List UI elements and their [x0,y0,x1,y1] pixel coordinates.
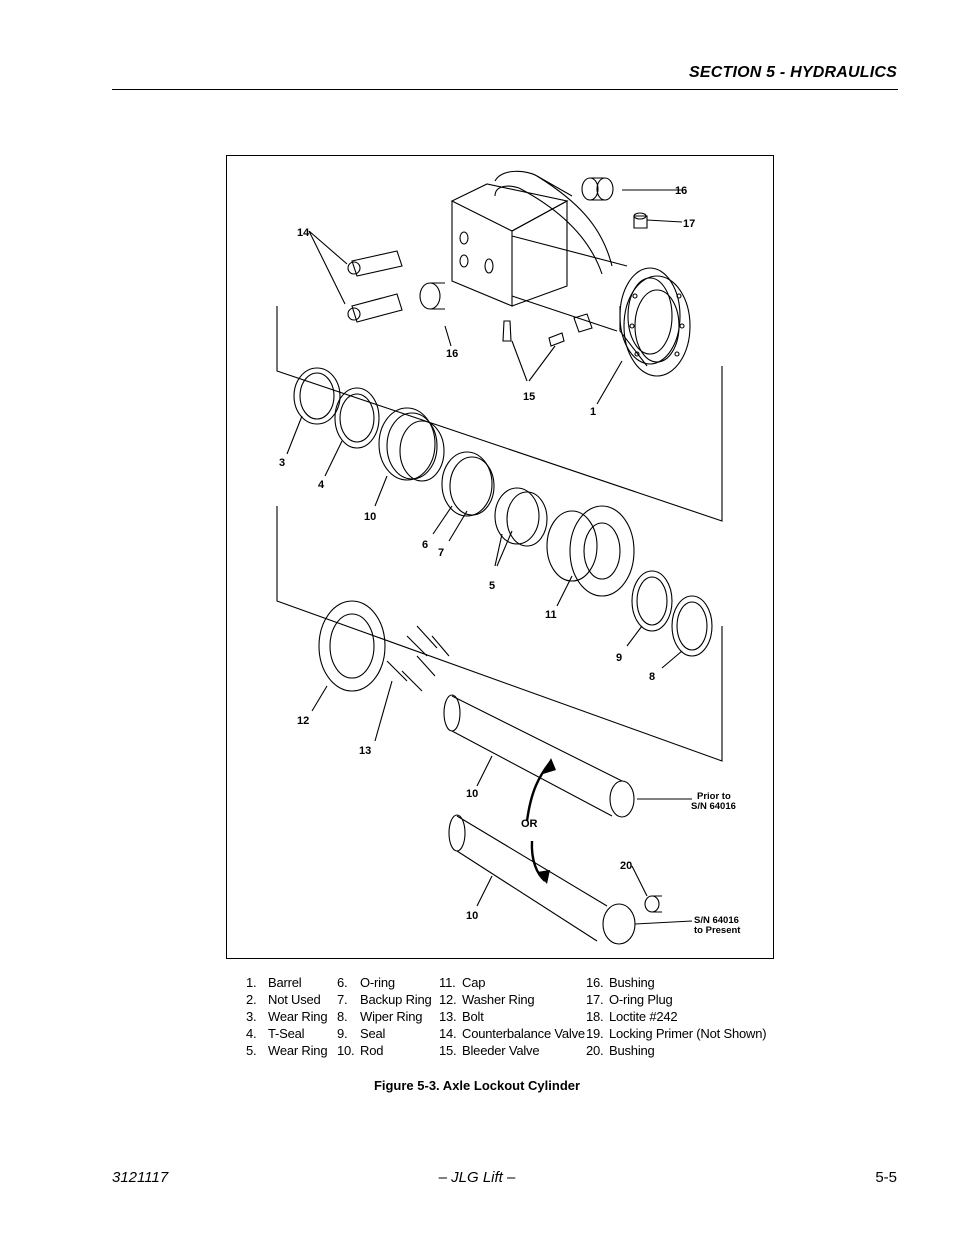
legend-item: 2.Not Used [246,992,321,1007]
legend-item: 17.O-ring Plug [586,992,673,1007]
legend-item: 12.Washer Ring [439,992,535,1007]
note-prior-line2: S/N 64016 [691,801,736,812]
legend-item: 5.Wear Ring [246,1043,328,1058]
legend-item: 11.Cap [439,975,486,990]
callout-10-rod-present: 10 [466,910,478,922]
figure-caption: Figure 5-3. Axle Lockout Cylinder [373,1078,581,1093]
header-rule [112,89,898,90]
callout-10-rod-prior: 10 [466,788,478,800]
note-prior-line1: Prior to [697,791,731,802]
note-present-line1: S/N 64016 [694,915,739,926]
legend-column-3: 11.Cap 12.Washer Ring 13.Bolt 14.Counter… [439,974,585,1059]
callout-14: 14 [297,227,310,239]
callout-7: 7 [438,547,444,559]
legend-item: 1.Barrel [246,975,302,990]
legend-column-1: 1.Barrel 2.Not Used 3.Wear Ring 4.T-Seal… [246,974,328,1059]
legend-item: 14.Counterbalance Valve [439,1026,585,1041]
legend-item: 9.Seal [337,1026,386,1041]
legend-item: 16.Bushing [586,975,655,990]
callout-6: 6 [422,539,428,551]
legend-item: 18.Loctite #242 [586,1009,678,1024]
legend-item: 19.Locking Primer (Not Shown) [586,1026,767,1041]
callout-8: 8 [649,671,655,683]
legend-item: 15.Bleeder Valve [439,1043,540,1058]
or-label: OR [521,818,538,830]
callout-15: 15 [523,391,535,403]
legend-item: 20.Bushing [586,1043,655,1058]
legend-item: 6.O-ring [337,975,395,990]
footer-doc-number: 3121117 [112,1169,169,1186]
callout-20: 20 [620,860,632,872]
callout-1: 1 [590,406,596,418]
callout-17: 17 [683,218,695,230]
callout-13: 13 [359,745,371,757]
footer-company: – JLG Lift – [438,1169,516,1186]
legend-item: 8.Wiper Ring [337,1009,423,1024]
figure-frame: 14 16 17 16 15 1 3 4 10 6 7 5 11 9 8 12 … [226,155,774,959]
legend-item: 4.T-Seal [246,1026,305,1041]
exploded-view-drawing: 14 16 17 16 15 1 3 4 10 6 7 5 11 9 8 12 … [276,170,741,945]
callout-10-piston: 10 [364,511,376,523]
callout-9: 9 [616,652,622,664]
legend-column-4: 16.Bushing 17.O-ring Plug 18.Loctite #24… [586,974,767,1059]
legend-item: 10.Rod [337,1043,384,1058]
callout-4: 4 [318,479,325,491]
legend-item: 7.Backup Ring [337,992,432,1007]
callout-3: 3 [279,457,285,469]
section-title: SECTION 5 - HYDRAULICS [689,64,897,81]
note-present-line2: to Present [694,925,741,936]
callout-5: 5 [489,580,495,592]
legend-item: 3.Wear Ring [246,1009,328,1024]
callout-16-top: 16 [675,185,687,197]
callout-11: 11 [545,609,557,621]
footer-page-number: 5-5 [875,1169,897,1186]
callout-16-lower: 16 [446,348,458,360]
callout-12: 12 [297,715,309,727]
legend-column-2: 6.O-ring 7.Backup Ring 8.Wiper Ring 9.Se… [337,974,432,1059]
legend-item: 13.Bolt [439,1009,484,1024]
